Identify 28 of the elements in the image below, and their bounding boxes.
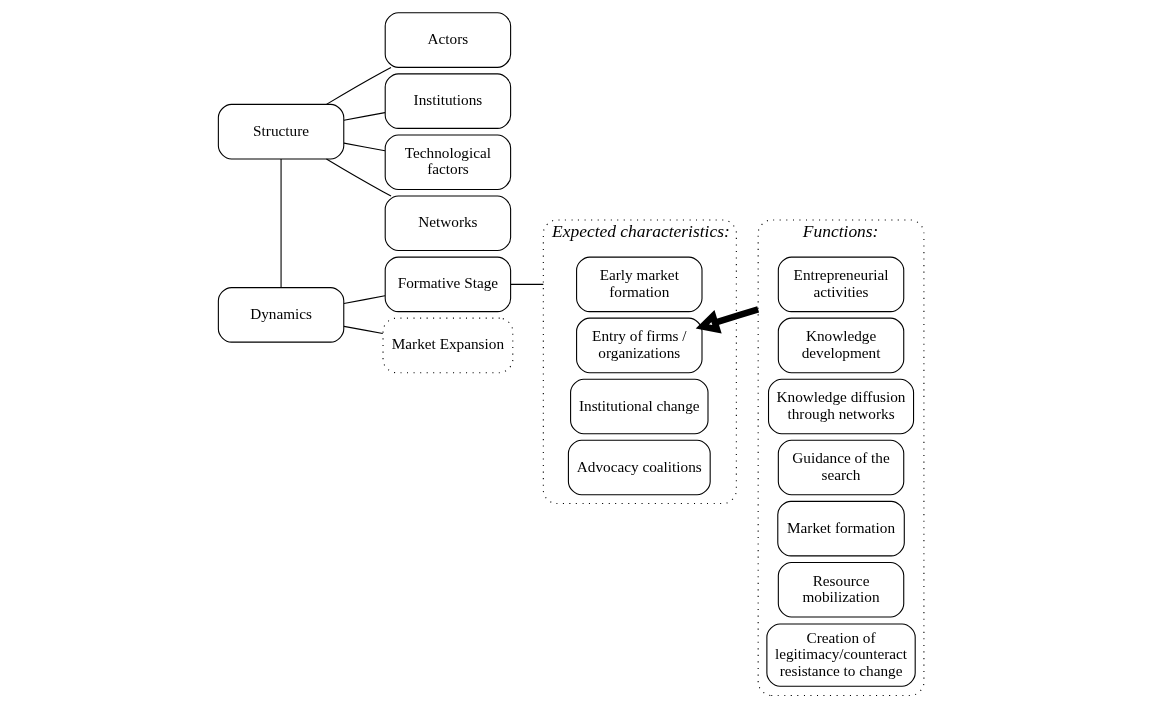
connector [343, 325, 384, 335]
node-box: Guidance of the search [777, 439, 905, 496]
node-box: Formative Stage [384, 256, 512, 313]
node-box: Entrepreneurial activities [777, 256, 905, 313]
connector [325, 158, 392, 197]
node-box: Knowledge development [777, 317, 905, 374]
node-box: Technological factors [384, 134, 512, 190]
node-box: Market Expansion [382, 317, 514, 374]
connector [510, 283, 544, 285]
node-box: Institutions [384, 73, 512, 129]
node-box: Advocacy coalitions [567, 439, 711, 496]
connector [343, 295, 386, 304]
connector [343, 112, 386, 121]
node-box: Market formation [777, 500, 905, 557]
node-box: Early market formation [576, 256, 703, 313]
node-box: Dynamics [217, 287, 345, 343]
node-box: Resource mobilization [777, 561, 905, 618]
node-box: Structure [217, 103, 345, 160]
connector [280, 158, 282, 288]
arrow [695, 306, 760, 334]
node-box: Networks [384, 195, 512, 252]
connector [343, 142, 386, 152]
connector [325, 66, 392, 105]
node-box: Institutional change [570, 378, 709, 435]
node-box: Entry of firms / organizations [576, 317, 703, 374]
node-box: Knowledge diffusion through networks [767, 378, 915, 435]
node-box: Actors [384, 12, 512, 68]
node-box: Creation of legitimacy/counteract resistance to change [766, 623, 916, 687]
